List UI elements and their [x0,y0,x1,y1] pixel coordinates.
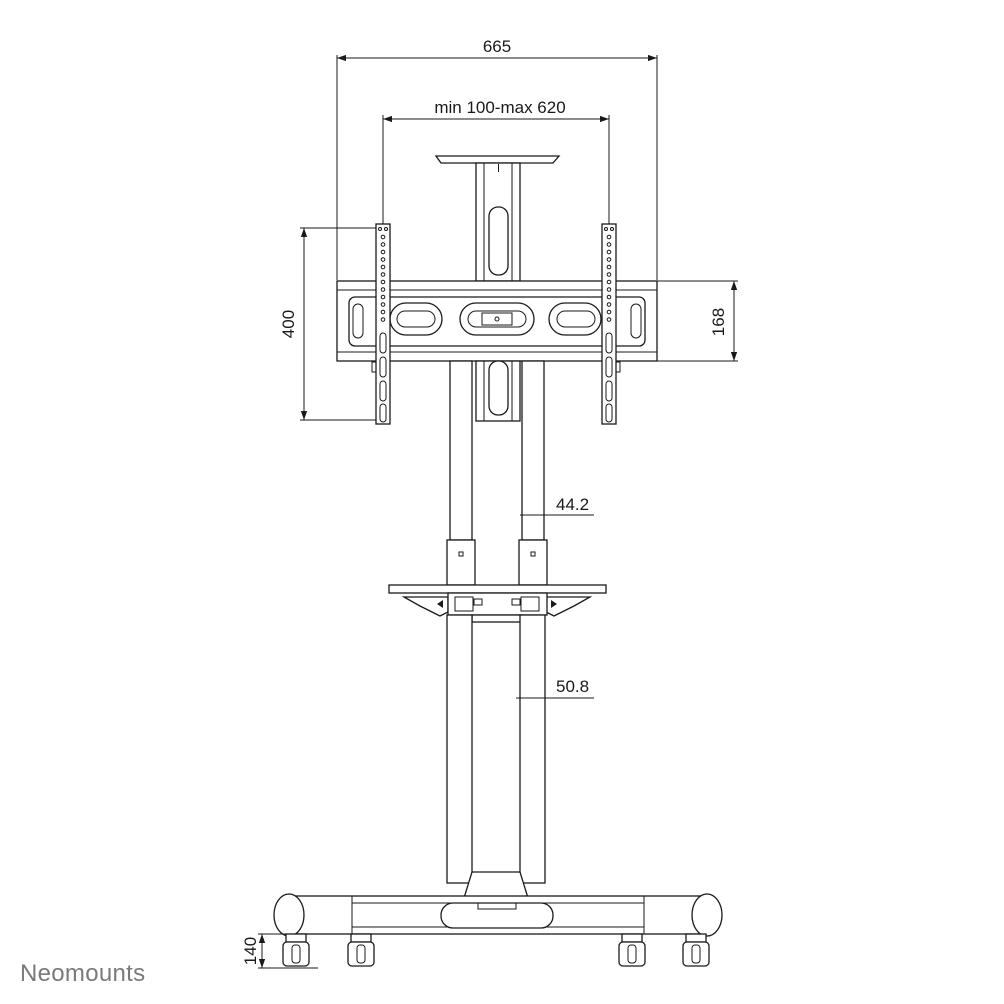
mounting-hole [380,272,386,277]
caster-2 [347,933,375,967]
dim-label-lower-tube: 50.8 [556,677,589,696]
dim-label-overall-width: 665 [483,37,511,56]
dimension-lower-tube: 50.8 [516,677,594,699]
mounting-hole [380,249,386,255]
column-channel-lower [475,360,521,422]
mounting-hole [606,249,612,255]
mounting-hole [606,264,612,270]
mounting-hole [380,257,386,262]
caster-4 [682,933,710,967]
mounting-hole [606,287,612,292]
mounting-hole [380,317,386,322]
mounting-hole [380,264,386,270]
mounting-hole [606,309,612,315]
dim-label-vesa-height: 400 [279,310,298,338]
mounting-hole [606,242,612,247]
mounting-hole [380,234,386,240]
mounting-hole [380,309,386,315]
camera-shelf [434,155,561,282]
dimension-vesa-range: min 100-max 620 [382,98,610,225]
dimension-bracket-height: 168 [657,280,738,362]
dim-label-upper-tube: 44.2 [556,495,589,514]
mounting-hole [380,279,386,285]
mounting-hole [380,242,386,247]
brand-logo: Neomounts [20,960,146,987]
mounting-hole [606,279,612,285]
dimension-upper-tube: 44.2 [520,495,594,516]
middle-shelf [388,584,607,623]
base-frame [273,893,723,937]
mounting-hole [606,234,612,240]
mounting-hole [380,287,386,292]
vesa-arm-left [371,223,391,425]
dimension-overall-width: 665 [336,37,658,280]
mounting-hole [380,294,386,300]
dim-label-bracket-height: 168 [709,308,728,336]
caster-3 [618,933,646,967]
mounting-hole [380,302,386,307]
mounting-hole [606,317,612,322]
vesa-arm-right [601,223,621,425]
mounting-hole [606,272,612,277]
mounting-hole [606,257,612,262]
lower-tubes [446,614,546,899]
upper-tubes [446,360,548,586]
dim-label-vesa-range: min 100-max 620 [434,98,565,117]
dimension-base-height: 140 [241,933,318,969]
mounting-hole [606,294,612,300]
caster-1 [282,933,310,967]
dim-label-base-height: 140 [241,937,260,965]
dimension-vesa-height: 400 [279,227,376,421]
mounting-hole [606,302,612,307]
